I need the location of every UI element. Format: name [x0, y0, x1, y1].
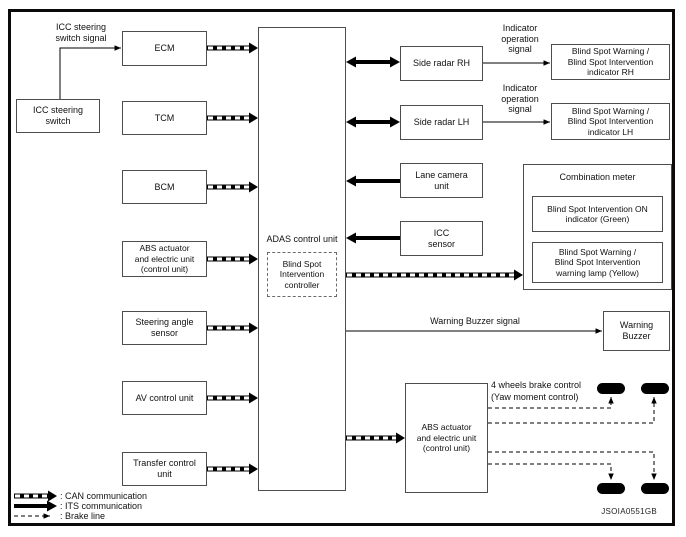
legend-its-label: : ITS communication — [60, 501, 143, 511]
side-radar-lh-box: Side radar LH — [400, 105, 483, 140]
side-radar-rh-box: Side radar RH — [400, 46, 483, 81]
lane-camera-unit-box: Lane camera unit — [400, 163, 483, 198]
can-arrow-ecm-adas — [207, 42, 258, 54]
its-arrow-adas-side-radar-rh — [346, 56, 400, 68]
can-arrow-av-adas — [207, 392, 258, 404]
signal-lines — [59, 45, 602, 334]
brake-line-rear-right — [488, 451, 657, 480]
icc-steering-switch-signal-label: ICC steering switch signal — [55, 22, 107, 43]
its-arrow-lane-camera-adas — [346, 175, 401, 187]
ecm-box: ECM — [122, 31, 207, 66]
bsi-on-indicator-box: Blind Spot Intervention ON indicator (Gr… — [532, 196, 663, 232]
icc-switch-signal-line — [59, 45, 121, 99]
av-control-unit-box: AV control unit — [122, 381, 207, 415]
legend-its-arrow — [14, 500, 57, 512]
warning-buzzer-box: Warning Buzzer — [603, 311, 670, 351]
tcm-box: TCM — [122, 101, 207, 135]
can-arrow-adas-abs-right — [346, 432, 405, 444]
brake-lines — [488, 397, 657, 480]
can-arrow-transfer-adas — [207, 463, 258, 475]
diagram-border — [8, 9, 675, 526]
abs-actuator-left-box: ABS actuator and electric unit (control … — [122, 241, 207, 277]
indicator-operation-signal-lh-label: Indicator operation signal — [501, 83, 539, 114]
legend-can-arrow — [14, 490, 57, 502]
combination-meter-label: Combination meter — [559, 172, 636, 182]
wheels — [597, 383, 669, 494]
brake-line-front-left — [488, 397, 614, 409]
adas-control-unit-label: ADAS control unit — [266, 234, 338, 244]
wheel-rear-right — [641, 483, 669, 494]
blind-spot-indicator-rh-box: Blind Spot Warning / Blind Spot Interven… — [551, 44, 670, 80]
legend-can-label: : CAN communication — [60, 491, 148, 501]
warning-buzzer-signal-label: Warning Buzzer signal — [430, 316, 520, 326]
brake-line-front-right — [488, 397, 657, 424]
its-arrow-adas-side-radar-lh — [346, 116, 400, 128]
legend-arrows — [14, 490, 57, 519]
watermark: JSOIA0551GB — [601, 507, 657, 516]
transfer-control-unit-box: Transfer control unit — [122, 452, 207, 486]
icc-sensor-box: ICC sensor — [400, 221, 483, 256]
legend-brake-label: : Brake line — [60, 511, 106, 521]
can-arrow-abs-adas — [207, 253, 258, 265]
can-arrow-bcm-adas — [207, 181, 258, 193]
wheel-rear-left — [597, 483, 625, 494]
wheel-front-left — [597, 383, 625, 394]
its-arrows — [346, 56, 401, 244]
can-arrow-adas-combination-meter — [346, 269, 523, 281]
wheel-front-right — [641, 383, 669, 394]
its-arrow-icc-sensor-adas — [346, 232, 401, 244]
indicator-operation-signal-rh-label: Indicator operation signal — [501, 23, 539, 54]
abs-actuator-right-box: ABS actuator and electric unit (control … — [405, 383, 488, 493]
brake-control-note-label: 4 wheels brake control (Yaw moment contr… — [491, 380, 582, 402]
bsw-warning-lamp-box: Blind Spot Warning / Blind Spot Interven… — [532, 242, 663, 283]
brake-line-rear-left — [488, 463, 614, 480]
icc-steering-switch-box: ICC steering switch — [16, 99, 100, 133]
blind-spot-intervention-controller-box: Blind Spot Intervention controller — [267, 252, 337, 297]
bcm-box: BCM — [122, 170, 207, 204]
blind-spot-indicator-lh-box: Blind Spot Warning / Blind Spot Interven… — [551, 103, 670, 140]
steering-angle-sensor-box: Steering angle sensor — [122, 311, 207, 345]
can-arrow-tcm-adas — [207, 112, 258, 124]
can-arrow-steering-adas — [207, 322, 258, 334]
can-arrows — [207, 42, 523, 475]
